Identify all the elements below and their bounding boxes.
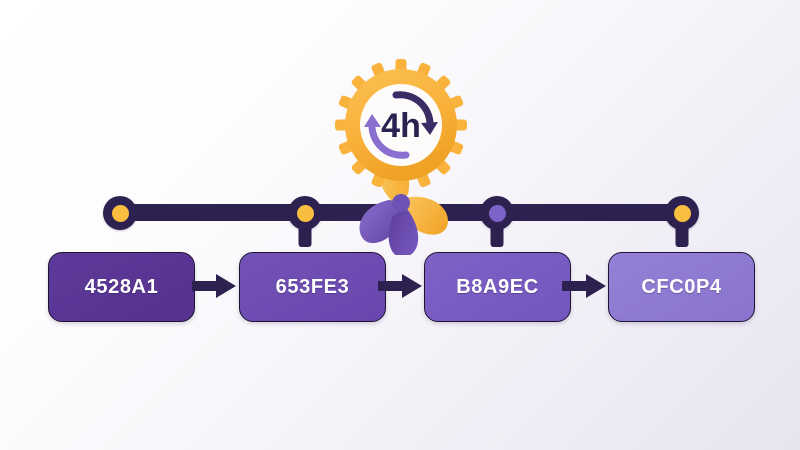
pipeline-arrow-2	[378, 274, 424, 298]
timeline-node-dot	[111, 204, 129, 222]
duration-label: 4h	[381, 107, 421, 145]
commit-box-4[interactable]: CFC0P4	[608, 252, 755, 322]
commit-id-label: 4528A1	[84, 275, 159, 298]
commit-id-label: B8A9EC	[456, 275, 539, 298]
commit-box-3[interactable]: B8A9EC	[424, 252, 571, 322]
gear-refresh-icon: 4h	[335, 59, 467, 191]
timeline-bar	[110, 204, 688, 221]
commit-id-label: CFC0P4	[641, 275, 722, 298]
timeline-node-dot	[488, 204, 506, 222]
commit-box-2[interactable]: 653FE3	[239, 252, 386, 322]
pipeline-arrow-3	[562, 274, 608, 298]
refresh-arrow-top	[392, 91, 438, 135]
timeline-node-2[interactable]	[288, 196, 322, 230]
commit-pipeline: 4528A1 653FE3 B8A9EC CFC0P4	[0, 252, 800, 322]
commit-box-1[interactable]: 4528A1	[48, 252, 195, 322]
timeline-node-3[interactable]	[480, 196, 514, 230]
timeline-node-dot	[296, 204, 314, 222]
commit-id-label: 653FE3	[275, 275, 350, 298]
timeline-node-dot	[673, 204, 691, 222]
duration-badge: 4h	[326, 55, 476, 255]
timeline-node-1[interactable]	[103, 196, 137, 230]
refresh-arrow-bottom	[364, 114, 410, 159]
pipeline-arrow-1	[192, 274, 238, 298]
timeline-node-4[interactable]	[665, 196, 699, 230]
